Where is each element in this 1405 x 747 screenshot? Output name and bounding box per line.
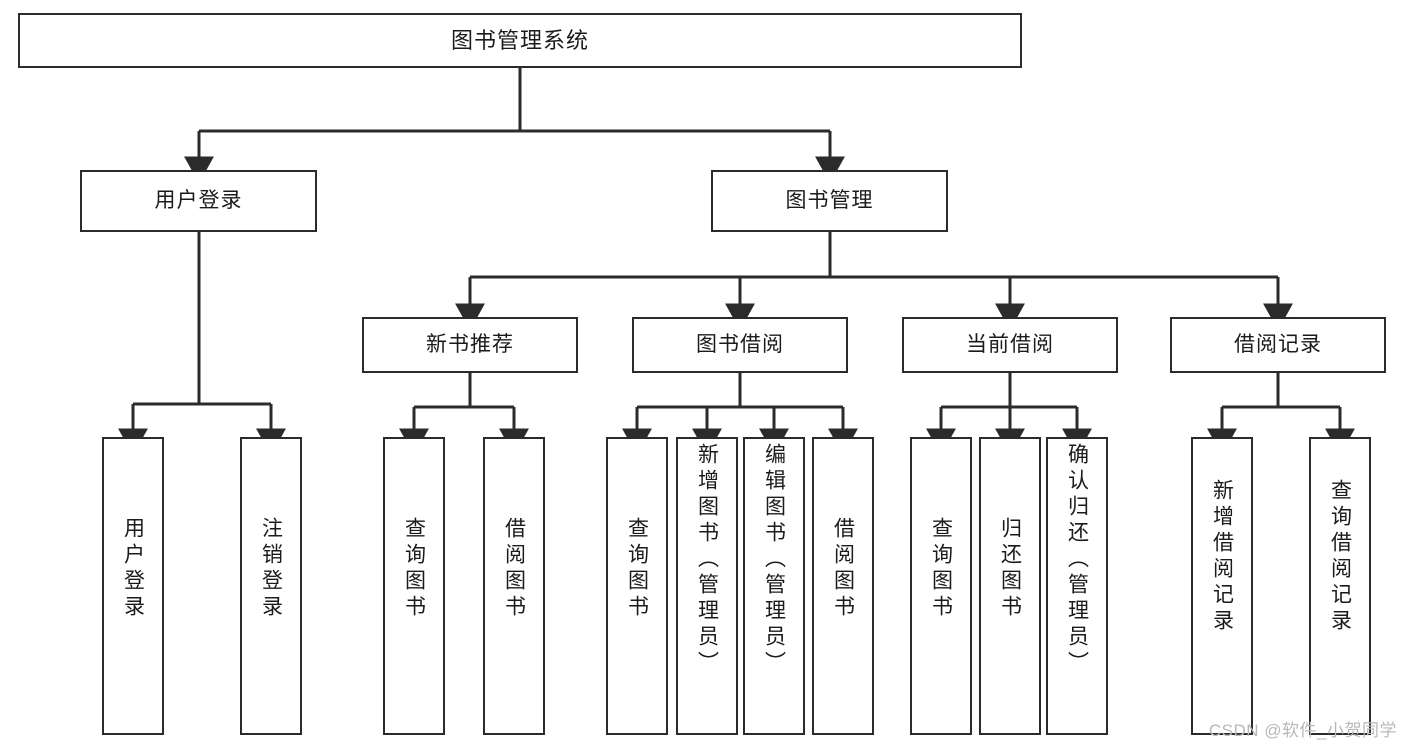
leaf-user-login[interactable]: 用户登录	[102, 437, 164, 735]
node-current-borrow[interactable]: 当前借阅	[902, 317, 1118, 373]
watermark-text: CSDN @软件_小贺同学	[1208, 721, 1397, 740]
leaf-edit-book[interactable]: 编辑图书（管理员）	[743, 437, 805, 735]
node-label: 新增借阅记录	[1210, 479, 1234, 635]
leaf-return-book[interactable]: 归还图书	[979, 437, 1041, 735]
node-label: 归还图书	[998, 517, 1022, 621]
node-root-system[interactable]: 图书管理系统	[18, 13, 1022, 68]
leaf-confirm-return[interactable]: 确认归还（管理员）	[1046, 437, 1108, 735]
leaf-query-record[interactable]: 查询借阅记录	[1309, 437, 1371, 735]
node-label: 注销登录	[259, 517, 283, 621]
node-label: 查询借阅记录	[1328, 479, 1352, 635]
node-user-login[interactable]: 用户登录	[80, 170, 317, 232]
node-label: 图书借阅	[696, 332, 784, 356]
leaf-add-record[interactable]: 新增借阅记录	[1191, 437, 1253, 735]
node-label: 编辑图书（管理员）	[762, 443, 786, 677]
node-book-management[interactable]: 图书管理	[711, 170, 948, 232]
node-label: 用户登录	[154, 188, 243, 212]
node-label: 查询图书	[625, 517, 649, 621]
node-label: 确认归还（管理员）	[1065, 443, 1089, 677]
node-label: 借阅图书	[502, 517, 526, 621]
leaf-add-book[interactable]: 新增图书（管理员）	[676, 437, 738, 735]
leaf-query-book-2[interactable]: 查询图书	[606, 437, 668, 735]
node-label: 图书管理	[785, 188, 874, 212]
leaf-borrow-book-1[interactable]: 借阅图书	[483, 437, 545, 735]
node-label: 当前借阅	[966, 332, 1054, 356]
node-label: 借阅图书	[831, 517, 855, 621]
leaf-logout-login[interactable]: 注销登录	[240, 437, 302, 735]
node-book-borrow[interactable]: 图书借阅	[632, 317, 848, 373]
leaf-borrow-book-2[interactable]: 借阅图书	[812, 437, 874, 735]
leaf-query-book-1[interactable]: 查询图书	[383, 437, 445, 735]
node-label: 借阅记录	[1234, 332, 1322, 356]
node-label: 查询图书	[929, 517, 953, 621]
node-borrow-record[interactable]: 借阅记录	[1170, 317, 1386, 373]
node-label: 新增图书（管理员）	[695, 443, 719, 677]
node-label: 图书管理系统	[450, 27, 589, 53]
node-label: 用户登录	[121, 517, 145, 621]
node-label: 查询图书	[402, 517, 426, 621]
node-label: 新书推荐	[426, 332, 514, 356]
leaf-query-book-3[interactable]: 查询图书	[910, 437, 972, 735]
node-new-book-recommend[interactable]: 新书推荐	[362, 317, 578, 373]
